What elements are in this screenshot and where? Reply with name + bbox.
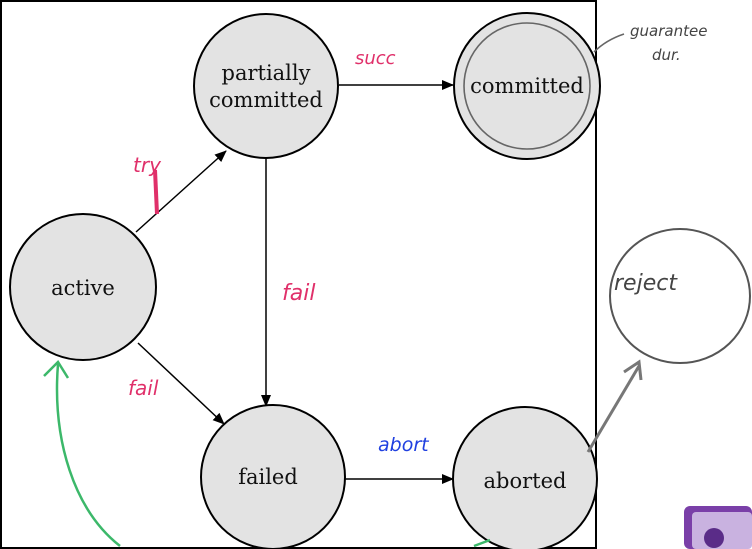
annotation-succ: succ	[355, 48, 396, 69]
annotation-fail-down: fail	[282, 281, 315, 306]
state-aborted	[452, 406, 598, 549]
app-corner-icon	[684, 506, 752, 549]
aborted-to-reject-sketch-arrow	[586, 365, 641, 453]
retry-green-stroke-tail	[473, 538, 491, 548]
annotation-abort: abort	[378, 434, 430, 456]
reject-sketch-circle	[609, 228, 751, 364]
label-committed: committed	[470, 74, 584, 98]
diagram-frame	[0, 0, 597, 549]
retry-green-arrow	[55, 363, 121, 547]
label-aborted: aborted	[484, 469, 567, 493]
label-failed: failed	[238, 465, 298, 489]
transition-active-to-partially-committed	[135, 150, 227, 233]
state-failed	[200, 404, 346, 549]
committed-handwritten-ring	[463, 22, 591, 150]
annotation-guarantee-line2: dur.	[652, 46, 681, 64]
aborted-to-reject-arrowhead	[623, 359, 643, 381]
annotation-fail-left: fail	[128, 376, 159, 400]
state-partially-committed	[193, 13, 339, 159]
annotation-try-underline	[153, 169, 159, 215]
label-partially-committed-line2: committed	[209, 88, 323, 112]
annotation-guarantee-line1: guarantee	[630, 22, 707, 40]
transition-active-to-failed	[137, 342, 225, 425]
label-partially-committed-line1: partially	[222, 61, 311, 85]
label-active: active	[51, 276, 115, 300]
guarantee-pointer-stroke	[593, 33, 625, 53]
annotation-reject: reject	[614, 271, 678, 296]
retry-green-arrowhead	[43, 360, 70, 379]
state-active	[9, 213, 157, 361]
state-committed	[453, 12, 601, 160]
annotation-try: try	[133, 153, 162, 177]
